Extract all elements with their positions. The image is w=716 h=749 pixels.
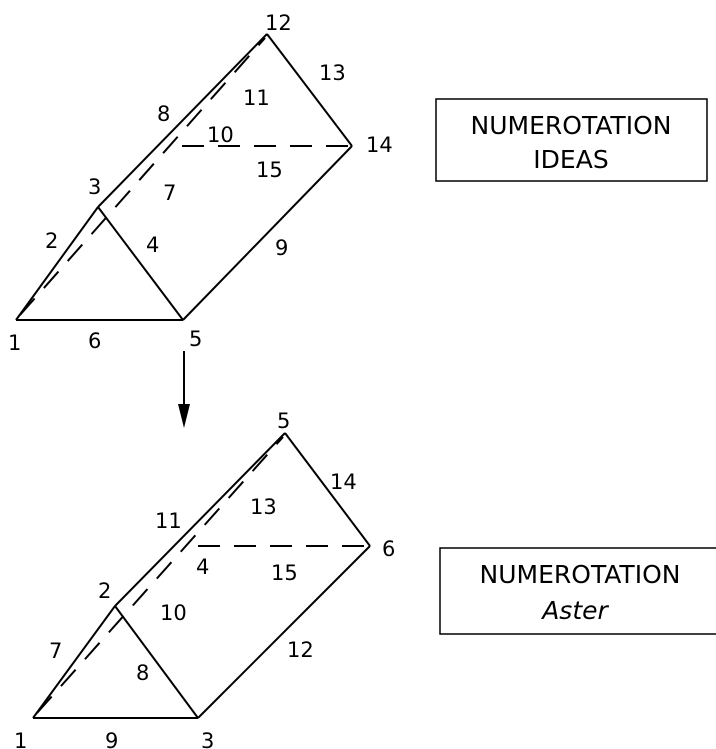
top-edge-label-4: 4 [146,233,159,257]
bottom-edge-2-5 [114,432,286,607]
top-edge-label-11: 11 [243,86,270,110]
top-label-box: NUMEROTATION IDEAS [435,98,708,182]
top-hidden-edge-1-12 [19,37,266,316]
top-edge-label-2: 2 [45,229,58,253]
top-edge-3-5 [97,206,184,321]
top-edge-1-3 [15,206,99,321]
bottom-edge-label-14: 14 [330,470,357,494]
top-vertex-label-14: 14 [366,133,393,157]
bottom-vertex-label-5: 5 [277,409,290,433]
top-edge-label-9: 9 [275,236,288,260]
bottom-edge-label-9: 9 [105,729,118,749]
top-vertex-label-12: 12 [265,11,292,35]
top-edge-label-10: 10 [207,123,234,147]
top-vertex-label-3: 3 [88,175,101,199]
bottom-vertex-label-1: 1 [14,729,27,749]
bottom-edge-label-15: 15 [271,561,298,585]
top-edge-5-14 [182,145,353,321]
bottom-edge-1-2 [32,605,116,719]
bottom-edge-label-12: 12 [287,638,314,662]
top-edge-label-7: 7 [163,181,176,205]
top-edge-12-14 [266,33,353,147]
bottom-prism: 1 2 3 5 6 4 7 8 9 10 11 12 13 14 15 [14,409,395,749]
bottom-edge-5-6 [284,432,371,547]
bottom-edge-label-10: 10 [160,601,187,625]
top-edge-3-12 [97,33,268,208]
bottom-edge-label-11: 11 [155,509,182,533]
top-box-line2: IDEAS [533,145,608,174]
top-prism: 1 3 5 12 14 2 4 6 7 8 9 10 11 13 15 [8,11,393,355]
bottom-label-box: NUMEROTATION Aster [439,547,716,635]
bottom-vertex-label-3: 3 [201,729,214,749]
top-edge-label-13: 13 [319,61,346,85]
bottom-vertex-label-2: 2 [98,579,111,603]
bottom-vertex-label-6: 6 [382,537,395,561]
bottom-box-frame [439,547,716,635]
top-box-frame [435,98,708,182]
bottom-edge-3-6 [197,545,371,719]
bottom-box-line1: NUMEROTATION [480,560,681,589]
bottom-edge-label-8: 8 [136,661,149,685]
top-box-line1: NUMEROTATION [471,111,672,140]
bottom-edge-2-3 [114,605,199,719]
top-edge-label-8: 8 [157,102,170,126]
top-vertex-label-5: 5 [189,327,202,351]
bottom-edge-label-4: 4 [196,555,209,579]
bottom-box-line2: Aster [540,596,609,625]
bottom-edge-label-7: 7 [49,639,62,663]
bottom-edge-label-13: 13 [250,495,277,519]
arrow-head-icon [178,404,190,428]
down-arrow [178,351,190,428]
top-edge-label-15: 15 [256,158,283,182]
top-edge-label-6: 6 [88,329,101,353]
top-vertex-label-1: 1 [8,331,21,355]
bottom-hidden-edge-1-5 [36,436,284,714]
